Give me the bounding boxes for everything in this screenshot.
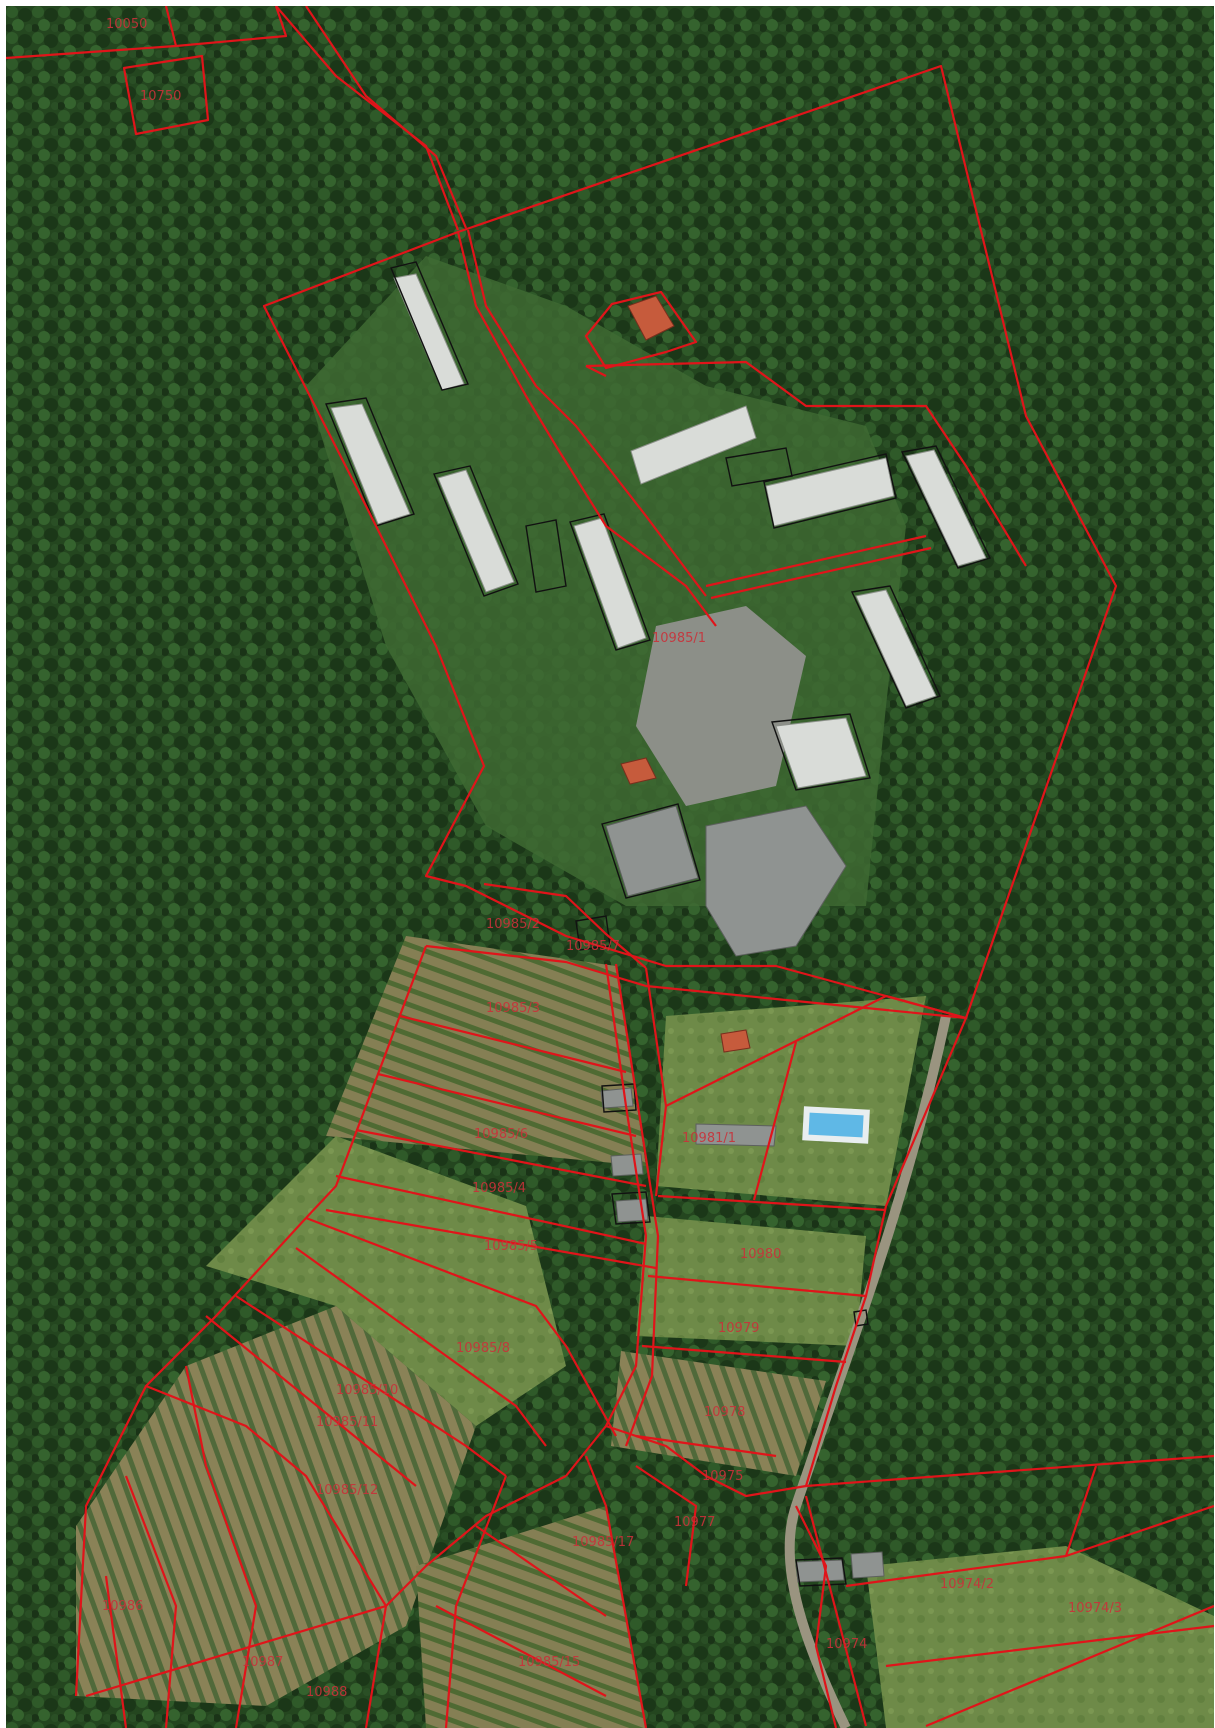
parcel-label: 10974 [826,1637,867,1652]
parcel-label: 10985/6 [474,1127,528,1142]
parcel-label: 10975 [702,1469,743,1484]
parcel-label: 10985/2 [486,917,540,932]
map-frame[interactable]: 10050 10750 10985/1 10985/2 10985/3 1098… [6,6,1214,1728]
parcel-label: 10974/2 [940,1577,994,1592]
parcel-label: 10980 [740,1247,781,1262]
parcel-label: 10050 [106,17,147,32]
parcel-label: 10985/17 [572,1535,634,1550]
parcel-label: 10985/12 [316,1483,378,1498]
parcel-label: 10985/10 [336,1383,398,1398]
parcel-labels: 10050 10750 10985/1 10985/2 10985/3 1098… [102,17,1122,1700]
meadow-south [636,1216,866,1346]
parcel-label: 10986 [102,1599,143,1614]
parcel-label: 10974/3 [1068,1601,1122,1616]
parcel-label: 10750 [140,89,181,104]
parcel-label: 10985/3 [486,1001,540,1016]
parcel-label: 10985/7 [566,939,620,954]
parcel-label: 10977 [674,1515,715,1530]
swimming-pool [802,1106,870,1144]
meadow-pool [656,996,926,1206]
building-outlines [325,261,991,1587]
parking-lot [636,606,806,806]
road [784,1014,951,1728]
vineyard-north [326,936,646,1166]
parcel-label: 10978 [704,1405,745,1420]
parcel-label: 10981/1 [682,1131,736,1146]
parcel-boundaries [6,6,1214,1728]
parcel-label: 10985/1 [652,631,706,646]
parcel-label: 10988 [306,1685,347,1700]
parcel-label: 10985/4 [472,1181,526,1196]
buildings [330,273,987,1583]
parcel-label: 10985/15 [518,1655,580,1670]
meadow-southeast [866,1546,1214,1728]
parcel-label: 10987 [242,1655,283,1670]
parcel-label: 10985/8 [456,1341,510,1356]
parcel-label: 10985/5 [484,1239,538,1254]
orthophoto-map[interactable]: 10050 10750 10985/1 10985/2 10985/3 1098… [6,6,1214,1728]
parcel-label: 10985/11 [316,1415,378,1430]
meadow-southwest [206,1136,566,1426]
parcel-label: 10979 [718,1321,759,1336]
